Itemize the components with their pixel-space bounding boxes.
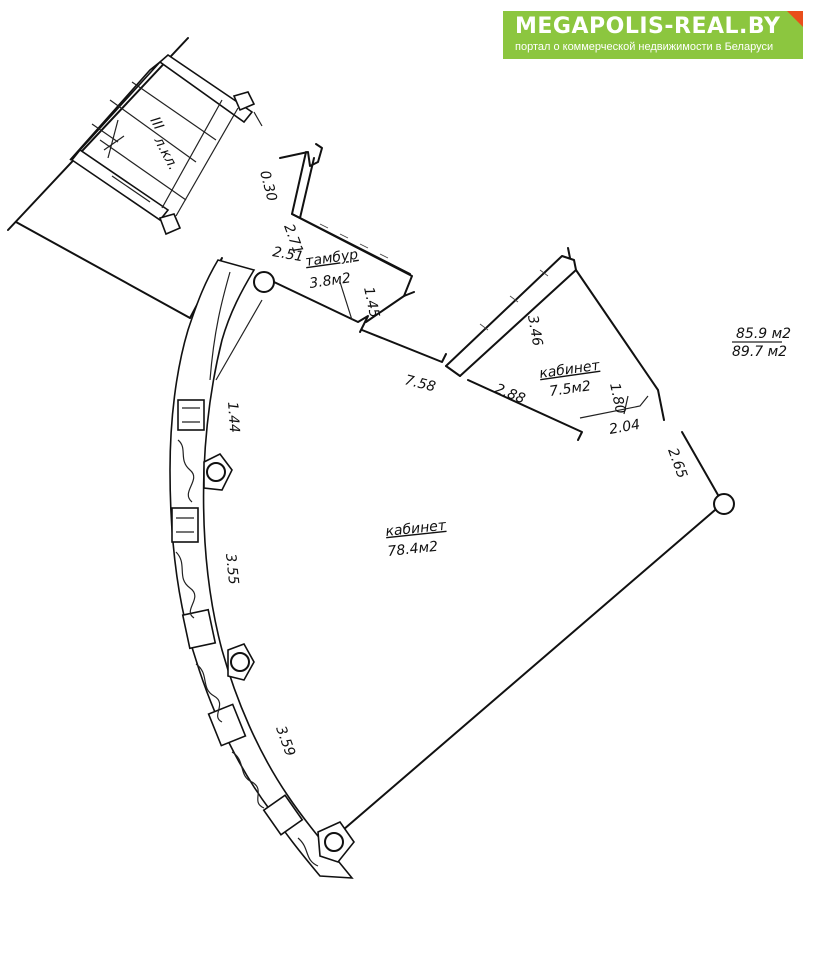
curved-facade: [169, 259, 354, 879]
total-area-second: 89.7 м2: [732, 344, 787, 360]
total-area: 85.9 м2 89.7 м2: [732, 326, 791, 360]
stair-labels: III л.кл.: [146, 114, 181, 173]
stair-label: III: [146, 114, 166, 132]
small-office-walls: [445, 247, 665, 441]
room-name-vestibule: тамбур: [304, 247, 359, 270]
dim-label: 2.51: [271, 244, 304, 265]
logo-name: MEGAPOLIS-REAL.BY: [515, 14, 781, 39]
site-logo[interactable]: MEGAPOLIS-REAL.BY портал о коммерческой …: [503, 11, 803, 59]
dim-label: 3.59: [272, 724, 298, 759]
stairwell: [7, 37, 263, 319]
room-name-main-office: кабинет: [385, 518, 448, 540]
dimension-labels: 0.30 2.71 2.51 1.45 3.46 7.58 2.88 1.80 …: [222, 169, 690, 759]
logo-tagline: портал о коммерческой недвижимости в Бел…: [515, 41, 774, 53]
logo-corner-triangle: [787, 11, 803, 27]
room-area-vestibule: 3.8м2: [308, 270, 352, 292]
dim-label: 1.44: [224, 401, 242, 433]
room-name-small-office: кабинет: [538, 358, 601, 382]
total-area-first: 85.9 м2: [736, 326, 791, 342]
main-office-walls: [261, 281, 723, 837]
room-labels: тамбур 3.8м2 кабинет 7.5м2 кабинет 78.4м…: [304, 247, 601, 560]
dim-label: 1.80: [606, 382, 628, 416]
dim-label: 7.58: [403, 372, 437, 395]
dim-label: 1.45: [360, 286, 382, 320]
dim-label: 2.88: [493, 381, 528, 408]
dim-label: 2.04: [608, 417, 641, 438]
vestibule-walls: [273, 143, 447, 363]
stair-sub-label: л.кл.: [150, 133, 181, 173]
room-area-main-office: 78.4м2: [387, 539, 439, 560]
room-area-small-office: 7.5м2: [548, 378, 592, 400]
columns: [203, 271, 735, 863]
dim-label: 3.46: [524, 314, 545, 348]
dim-label: 3.55: [222, 553, 241, 586]
dim-label: 0.30: [256, 169, 280, 203]
dim-label: 2.65: [664, 446, 690, 481]
